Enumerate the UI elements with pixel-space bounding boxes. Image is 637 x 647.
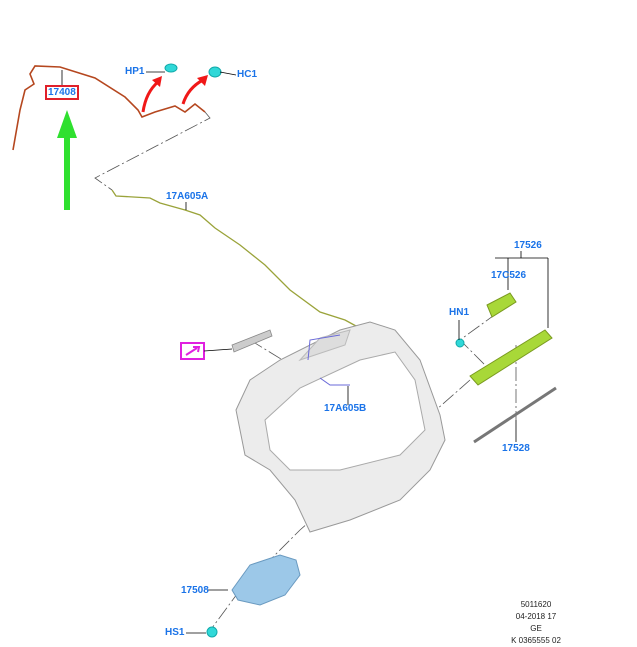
green-pointer-arrow-icon xyxy=(57,110,77,210)
clip-hp1[interactable] xyxy=(164,63,178,73)
callout-hp1[interactable]: HP1 xyxy=(125,66,145,77)
callout-17C526[interactable]: 17C526 xyxy=(491,270,527,281)
wiper-motor-17508[interactable] xyxy=(231,554,301,606)
reference-line-1: 5011620 xyxy=(520,600,552,609)
nut-hn1[interactable] xyxy=(455,338,465,348)
callout-17408[interactable]: 17408 xyxy=(45,85,79,100)
red-arrow-icon xyxy=(141,80,159,113)
washer-hose-17408[interactable] xyxy=(12,65,206,151)
callout-17A605B[interactable]: 17A605B xyxy=(324,403,367,414)
arrow-symbol-icon xyxy=(185,346,201,356)
clip-hc1[interactable] xyxy=(208,66,222,78)
callout-hc1[interactable]: HC1 xyxy=(237,69,258,80)
reference-line-2: 04-2018 17 xyxy=(515,612,557,621)
red-arrow-icon xyxy=(181,78,204,105)
screw-hs1[interactable] xyxy=(206,626,218,638)
wiper-arm-17526[interactable] xyxy=(469,329,553,386)
reference-line-4: K 0365555 02 xyxy=(511,636,561,645)
reference-line-3: GE xyxy=(530,624,542,633)
callout-17528[interactable]: 17528 xyxy=(502,443,530,454)
wiper-cap-17C526[interactable] xyxy=(486,292,517,318)
trim-strip[interactable] xyxy=(231,329,273,353)
wiper-blade-17528[interactable] xyxy=(473,386,557,444)
wiring-17A605B[interactable] xyxy=(307,334,350,386)
tailgate[interactable] xyxy=(235,321,446,533)
callout-17508[interactable]: 17508 xyxy=(181,585,209,596)
callout-hs1[interactable]: HS1 xyxy=(165,627,185,638)
callout-17526[interactable]: 17526 xyxy=(514,240,542,251)
callout-hn1[interactable]: HN1 xyxy=(449,307,470,318)
callout-17A605A[interactable]: 17A605A xyxy=(166,191,209,202)
wiring-17A605A[interactable] xyxy=(111,189,357,327)
